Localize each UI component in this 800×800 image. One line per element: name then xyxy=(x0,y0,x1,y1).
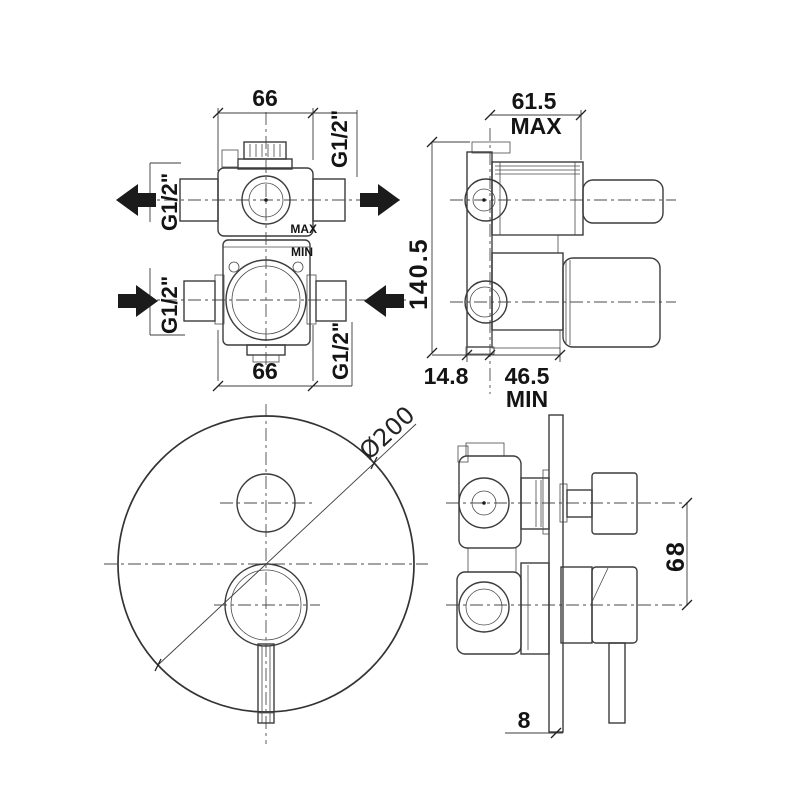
bottom-tab xyxy=(491,329,561,349)
port-label-left-bottom: G1/2" xyxy=(157,276,182,334)
diverter-knob-side xyxy=(559,472,638,535)
upper-pipe-right xyxy=(312,178,346,222)
trim-upper-block xyxy=(458,455,522,549)
body-min-label: MIN xyxy=(291,245,313,259)
trim-lower-cartridge xyxy=(520,562,550,655)
lever-bar xyxy=(608,642,626,724)
dim-depth-min: 46.5 xyxy=(505,363,550,389)
dimension-handle-offset: 68 xyxy=(662,497,693,611)
side-valve-body xyxy=(464,141,664,355)
dim-depth-max-qualifier: MAX xyxy=(510,113,562,139)
dim-flange-depth: 14.8 xyxy=(424,363,469,389)
dim-height: 140.5 xyxy=(405,237,433,310)
diverter-knob-circle xyxy=(236,473,296,533)
side-lower-port xyxy=(464,280,508,324)
dim-front-width-top: 66 xyxy=(252,85,278,111)
plate-view: Ø200 xyxy=(104,401,428,744)
trim-valve-body xyxy=(456,442,550,655)
dim-front-width-bottom: 66 xyxy=(252,358,278,384)
trim-cartridge xyxy=(520,477,550,530)
top-clip xyxy=(221,149,239,168)
dimension-plate-diameter: Ø200 xyxy=(154,401,420,672)
mounting-bracket xyxy=(466,151,493,348)
dimension-height: 140.5 xyxy=(405,136,470,359)
trim-mid-connector xyxy=(467,547,517,573)
trim-top-fitting xyxy=(465,442,505,457)
dimension-front-width-top: 66 xyxy=(212,85,358,177)
screw-left xyxy=(228,261,240,273)
flow-arrow-out-left-icon xyxy=(116,184,156,216)
port-label-right-bottom: G1/2" xyxy=(328,322,353,380)
mixer-port-inner xyxy=(248,182,284,218)
side-view: 61.5 MAX 140.5 14.8 46.5 MIN xyxy=(405,88,676,412)
dim-plate-thickness: 8 xyxy=(518,707,531,733)
lever-handle-front xyxy=(257,643,275,724)
front-valve-body xyxy=(179,141,347,363)
dim-depth-max: 61.5 xyxy=(512,88,557,114)
flow-arrow-out-right-icon xyxy=(360,184,400,216)
mixer-stem xyxy=(582,179,664,224)
cartridge-housing xyxy=(491,161,584,236)
dim-handle-offset: 68 xyxy=(662,540,690,572)
flow-arrow-in-left-icon xyxy=(118,285,158,317)
wall-plate-section xyxy=(548,414,564,733)
side-top-cap xyxy=(471,141,511,154)
flow-arrows xyxy=(116,184,404,317)
lower-pipe-right xyxy=(315,280,347,322)
upper-pipe-left xyxy=(179,178,219,222)
diverter-port-outer xyxy=(225,259,307,341)
port-bracket-left-top xyxy=(149,162,181,222)
port-label-top-right: G1/2" xyxy=(327,110,352,168)
diverter-port-inner xyxy=(231,265,301,335)
mixer-lever-side xyxy=(560,566,638,724)
dim-plate-diameter: Ø200 xyxy=(354,401,420,466)
trim-side-view: 68 8 xyxy=(446,414,693,739)
lower-pipe-left xyxy=(183,280,216,322)
dimension-plate-thickness: 8 xyxy=(505,707,563,739)
dim-depth-min-qualifier: MIN xyxy=(506,386,548,412)
dimension-front-width-bottom: 66 xyxy=(212,322,353,392)
mid-step xyxy=(491,234,559,254)
lever-rosette-inner xyxy=(230,569,302,641)
body-max-label: MAX xyxy=(290,222,317,236)
front-view: MAX MIN 66 66 G1/2" G1/2" G1/2" xyxy=(116,85,406,392)
knob-stem xyxy=(566,489,593,518)
dimension-depths-bottom: 14.8 46.5 MIN xyxy=(424,347,566,412)
dimension-depth-max: 61.5 MAX xyxy=(484,88,587,160)
port-label-left-top: G1/2" xyxy=(157,173,182,231)
mixer-port-outer xyxy=(241,175,291,225)
lower-pipe-flange-right xyxy=(306,274,317,325)
diverter-housing xyxy=(562,257,661,348)
knob-body xyxy=(591,472,638,535)
flow-arrow-in-right-icon xyxy=(364,285,404,317)
screw-right xyxy=(292,261,304,273)
trim-lower-block xyxy=(456,571,522,655)
side-upper-port xyxy=(464,178,508,222)
diverter-connector xyxy=(491,252,564,331)
trim-plate-circle xyxy=(117,415,415,713)
